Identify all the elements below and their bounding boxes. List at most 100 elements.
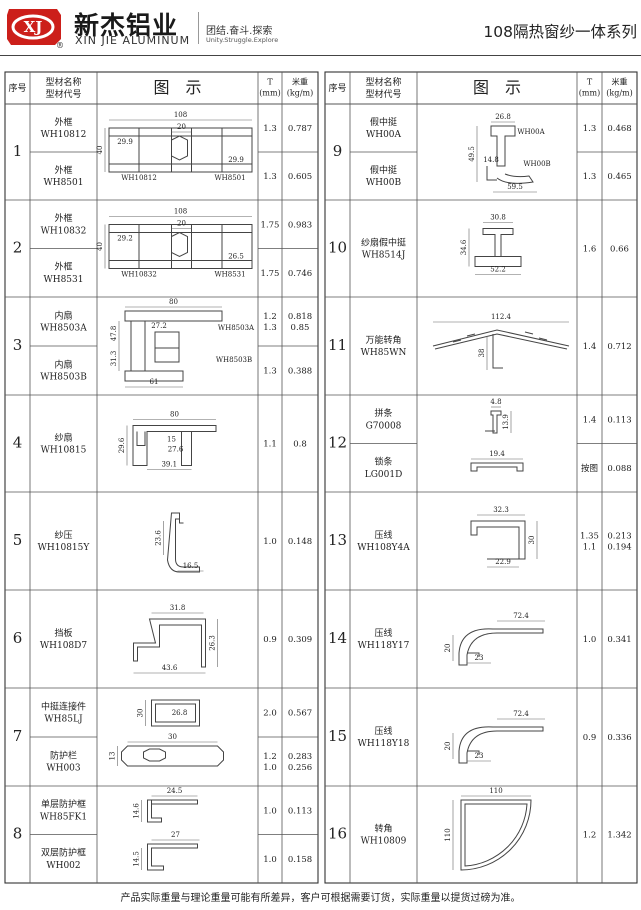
weight-value: 0.309 [288, 635, 312, 645]
thickness-value: 2.0 [263, 708, 277, 718]
weight-value: 0.567 [288, 708, 312, 718]
profile-outline [458, 726, 544, 764]
slogan-en: Unity.Struggle.Explore [206, 36, 279, 44]
profile-outline [171, 231, 188, 258]
dimension-label: 20 [177, 123, 186, 131]
dimension-label: 27.2 [151, 322, 167, 330]
thickness-value: 1.0 [263, 806, 277, 816]
profile-outline [108, 127, 253, 173]
weight-value: 0.113 [607, 415, 631, 425]
profile-outline [138, 128, 223, 172]
profile-drawing-10: 30.834.652.2 [460, 214, 522, 275]
profile-drawing-5: 23.616.5 [155, 512, 204, 573]
profile-outline [470, 462, 524, 472]
weight-value: 0.605 [288, 172, 312, 182]
dimension-label: 29.9 [228, 156, 244, 164]
dimension-label: WH00B [523, 160, 550, 168]
weight-value: 0.336 [607, 733, 631, 743]
dimension-label: 30 [137, 709, 145, 718]
column-header-no: 序号 [328, 82, 346, 94]
profile-drawing-11: 112.438 [432, 313, 570, 370]
thickness-value: 0.9 [583, 733, 597, 743]
column-header-wt: 米重(kg/m) [606, 77, 633, 98]
weight-value: 0.388 [288, 366, 312, 376]
dimension-label: WH8503B [216, 356, 252, 364]
group-number: 13 [328, 531, 347, 549]
weight-value: 0.088 [607, 463, 631, 473]
dimension-label: WH8501 [214, 174, 245, 182]
thickness-value: 1.3 [263, 124, 277, 134]
group-number: 14 [328, 629, 347, 647]
group-number: 15 [328, 727, 347, 745]
dimension-label: WH00A [517, 128, 545, 136]
thickness-value: 0.9 [263, 635, 277, 645]
thickness-value: 1.3 [583, 124, 597, 134]
weight-value: 0.787 [288, 124, 312, 134]
dimension-label: 39.1 [161, 461, 177, 469]
dimension-label: 22.9 [495, 558, 511, 566]
dimension-label: 30 [168, 733, 177, 741]
weight-value: 1.342 [607, 830, 631, 840]
column-header-name: 型材名称型材代号 [45, 75, 81, 99]
dimension-label: 15 [167, 436, 176, 444]
dimension-label: 34.6 [460, 239, 468, 255]
column-header-drawing: 图 示 [153, 78, 201, 97]
dimension-label: 27 [171, 831, 180, 839]
dimension-label: WH8531 [214, 271, 245, 279]
dimension-label: 30 [528, 536, 536, 545]
dimension-label: 61 [150, 378, 159, 386]
profile-drawing-6: 31.826.343.6 [133, 604, 218, 674]
group-number: 7 [13, 727, 23, 745]
page-header: XJ ® 新杰铝业 XIN JIE ALUMINUM 团结.奋斗.探索 Unit… [0, 0, 641, 56]
dimension-label: 26.8 [172, 709, 188, 717]
footnote: 产品实际重量与理论重量可能有所差异，客户可根据需要订货，实际重量以提货过磅为准。 [120, 893, 521, 904]
thickness-value: 1.4 [583, 342, 597, 352]
column-header-t: T(mm) [259, 78, 280, 98]
dimension-label: 38 [478, 349, 486, 358]
table-border-right [324, 71, 638, 884]
weight-value: 0.158 [288, 854, 312, 864]
dimension-label: 23.6 [155, 530, 163, 546]
dimension-label: 80 [170, 411, 179, 419]
brand-name: 新杰铝业 [74, 11, 179, 40]
dimension-label: 14.6 [133, 803, 141, 819]
profile-outline [486, 125, 534, 184]
dimension-label: 13.9 [502, 414, 510, 430]
dimension-label: 108 [174, 111, 187, 119]
profile-outline [147, 799, 198, 823]
dimension-label: 26.8 [495, 113, 511, 121]
profile-outline [154, 331, 180, 363]
profile-outline [132, 425, 217, 466]
dimension-label: 24.5 [167, 787, 183, 795]
dimension-label: 32.3 [493, 506, 509, 514]
weight-value: 0.983 [288, 220, 312, 230]
group-number: 12 [328, 434, 347, 452]
profile-outline [147, 843, 198, 871]
profile-outline [474, 228, 522, 267]
thickness-value: 1.75 [261, 268, 280, 278]
dimension-label: 20 [444, 742, 452, 751]
column-header-no: 序号 [8, 82, 26, 94]
dimension-label: 31.8 [170, 604, 186, 612]
